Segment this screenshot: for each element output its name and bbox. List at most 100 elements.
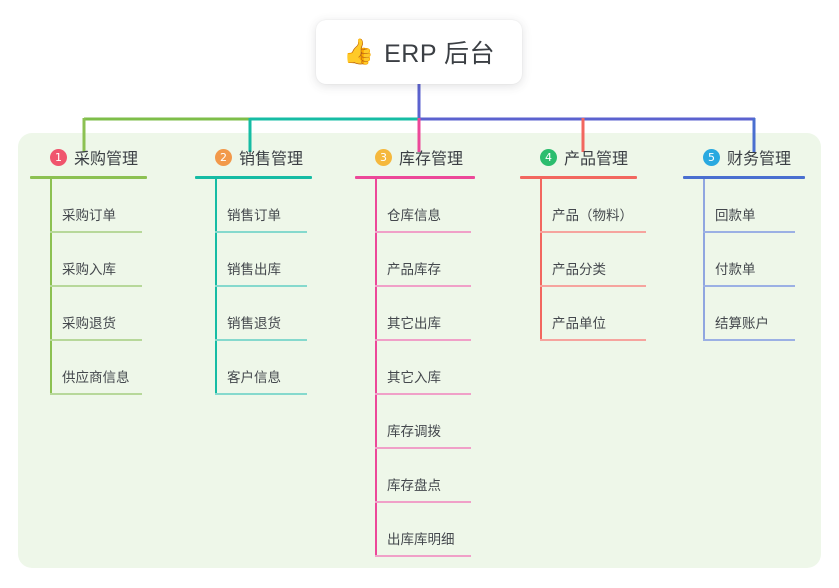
leaf-item[interactable]: 库存盘点	[375, 449, 475, 503]
leaf-item-rule	[703, 339, 795, 341]
leaf-item-rule	[375, 231, 471, 233]
root-node-title: ERP 后台	[384, 40, 496, 68]
branch-spine	[375, 179, 377, 557]
branch-spine	[703, 179, 705, 341]
leaf-item[interactable]: 销售订单	[215, 179, 312, 233]
branch-leaf-list: 回款单付款单结算账户	[683, 179, 805, 341]
leaf-item-label: 库存盘点	[387, 478, 441, 493]
leaf-item[interactable]: 产品单位	[540, 287, 646, 341]
branch-leaf-list: 销售订单销售出库销售退货客户信息	[195, 179, 312, 395]
leaf-item-label: 产品库存	[387, 262, 441, 277]
branch-title: 库存管理	[399, 151, 464, 168]
branch-column-5: 5 财务管理回款单付款单结算账户	[683, 146, 805, 341]
branch-spine	[50, 179, 52, 395]
branch-column-2: 2 销售管理销售订单销售出库销售退货客户信息	[195, 146, 312, 395]
branch-leaf-list: 产品（物料） 产品分类产品单位	[520, 179, 646, 341]
branch-header-2[interactable]: 2 销售管理	[195, 146, 312, 168]
branch-header-5[interactable]: 5 财务管理	[683, 146, 805, 168]
leaf-item-rule	[375, 339, 471, 341]
leaf-item-label: 其它出库	[387, 316, 441, 331]
leaf-item-label: 产品单位	[552, 316, 606, 331]
leaf-item[interactable]: 供应商信息	[50, 341, 147, 395]
leaf-item-rule	[50, 231, 142, 233]
leaf-item[interactable]: 库存调拨	[375, 395, 475, 449]
branch-spine	[540, 179, 542, 341]
leaf-item[interactable]: 采购订单	[50, 179, 147, 233]
leaf-item-rule	[375, 285, 471, 287]
branch-column-1: 1 采购管理采购订单采购入库采购退货供应商信息	[30, 146, 147, 395]
branch-title: 销售管理	[239, 151, 304, 168]
leaf-item-label: 出库库明细	[387, 532, 455, 547]
root-node-card[interactable]: 👍 ERP 后台	[316, 20, 522, 84]
leaf-item[interactable]: 回款单	[703, 179, 805, 233]
leaf-item-label: 库存调拨	[387, 424, 441, 439]
leaf-item-rule	[540, 231, 646, 233]
branch-header-1[interactable]: 1 采购管理	[30, 146, 147, 168]
branch-column-4: 4 产品管理产品（物料） 产品分类产品单位	[520, 146, 646, 341]
branch-title: 采购管理	[74, 151, 139, 168]
leaf-item[interactable]: 产品（物料）	[540, 179, 646, 233]
branch-header-rule	[30, 176, 147, 179]
leaf-item-rule	[375, 555, 471, 557]
leaf-item[interactable]: 其它出库	[375, 287, 475, 341]
leaf-item[interactable]: 产品分类	[540, 233, 646, 287]
leaf-item[interactable]: 结算账户	[703, 287, 805, 341]
branch-index-badge: 5	[703, 148, 720, 166]
branch-header-rule	[355, 176, 475, 179]
leaf-item-rule	[375, 447, 471, 449]
leaf-item-label: 客户信息	[227, 370, 281, 385]
leaf-item-label: 采购入库	[62, 262, 116, 277]
leaf-item[interactable]: 其它入库	[375, 341, 475, 395]
leaf-item[interactable]: 客户信息	[215, 341, 312, 395]
leaf-item-rule	[215, 393, 307, 395]
leaf-item-rule	[375, 393, 471, 395]
leaf-item-label: 付款单	[715, 262, 756, 277]
leaf-item-label: 采购退货	[62, 316, 116, 331]
branch-title: 产品管理	[564, 151, 629, 168]
leaf-item-rule	[50, 393, 142, 395]
branch-header-rule	[683, 176, 805, 179]
leaf-item-rule	[215, 231, 307, 233]
leaf-item-label: 供应商信息	[62, 370, 130, 385]
branch-header-rule	[195, 176, 312, 179]
leaf-item[interactable]: 付款单	[703, 233, 805, 287]
diagram-panel	[18, 133, 821, 568]
branch-index-badge: 1	[50, 148, 67, 166]
branch-index-badge: 2	[215, 148, 232, 166]
thumbs-up-icon: 👍	[342, 37, 375, 66]
branch-index-badge: 4	[540, 148, 557, 166]
leaf-item-label: 仓库信息	[387, 208, 441, 223]
leaf-item[interactable]: 出库库明细	[375, 503, 475, 557]
branch-spine	[215, 179, 217, 395]
leaf-item-rule	[50, 339, 142, 341]
leaf-item-rule	[540, 339, 646, 341]
leaf-item-rule	[703, 231, 795, 233]
branch-leaf-list: 采购订单采购入库采购退货供应商信息	[30, 179, 147, 395]
leaf-item-label: 其它入库	[387, 370, 441, 385]
leaf-item[interactable]: 销售退货	[215, 287, 312, 341]
branch-header-rule	[520, 176, 637, 179]
leaf-item-label: 回款单	[715, 208, 756, 223]
leaf-item[interactable]: 仓库信息	[375, 179, 475, 233]
branch-leaf-list: 仓库信息产品库存其它出库其它入库库存调拨库存盘点出库库明细	[355, 179, 475, 557]
leaf-item-rule	[703, 285, 795, 287]
branch-header-4[interactable]: 4 产品管理	[520, 146, 637, 168]
leaf-item-rule	[540, 285, 646, 287]
leaf-item[interactable]: 产品库存	[375, 233, 475, 287]
leaf-item-label: 结算账户	[715, 316, 769, 331]
leaf-item-label: 采购订单	[62, 208, 116, 223]
leaf-item-rule	[215, 339, 307, 341]
branch-title: 财务管理	[727, 151, 792, 168]
leaf-item[interactable]: 采购退货	[50, 287, 147, 341]
leaf-item-rule	[50, 285, 142, 287]
leaf-item-rule	[215, 285, 307, 287]
leaf-item[interactable]: 采购入库	[50, 233, 147, 287]
leaf-item[interactable]: 销售出库	[215, 233, 312, 287]
leaf-item-label: 产品分类	[552, 262, 606, 277]
leaf-item-label: 产品（物料）	[552, 208, 633, 223]
leaf-item-label: 销售出库	[227, 262, 281, 277]
leaf-item-label: 销售退货	[227, 316, 281, 331]
leaf-item-label: 销售订单	[227, 208, 281, 223]
